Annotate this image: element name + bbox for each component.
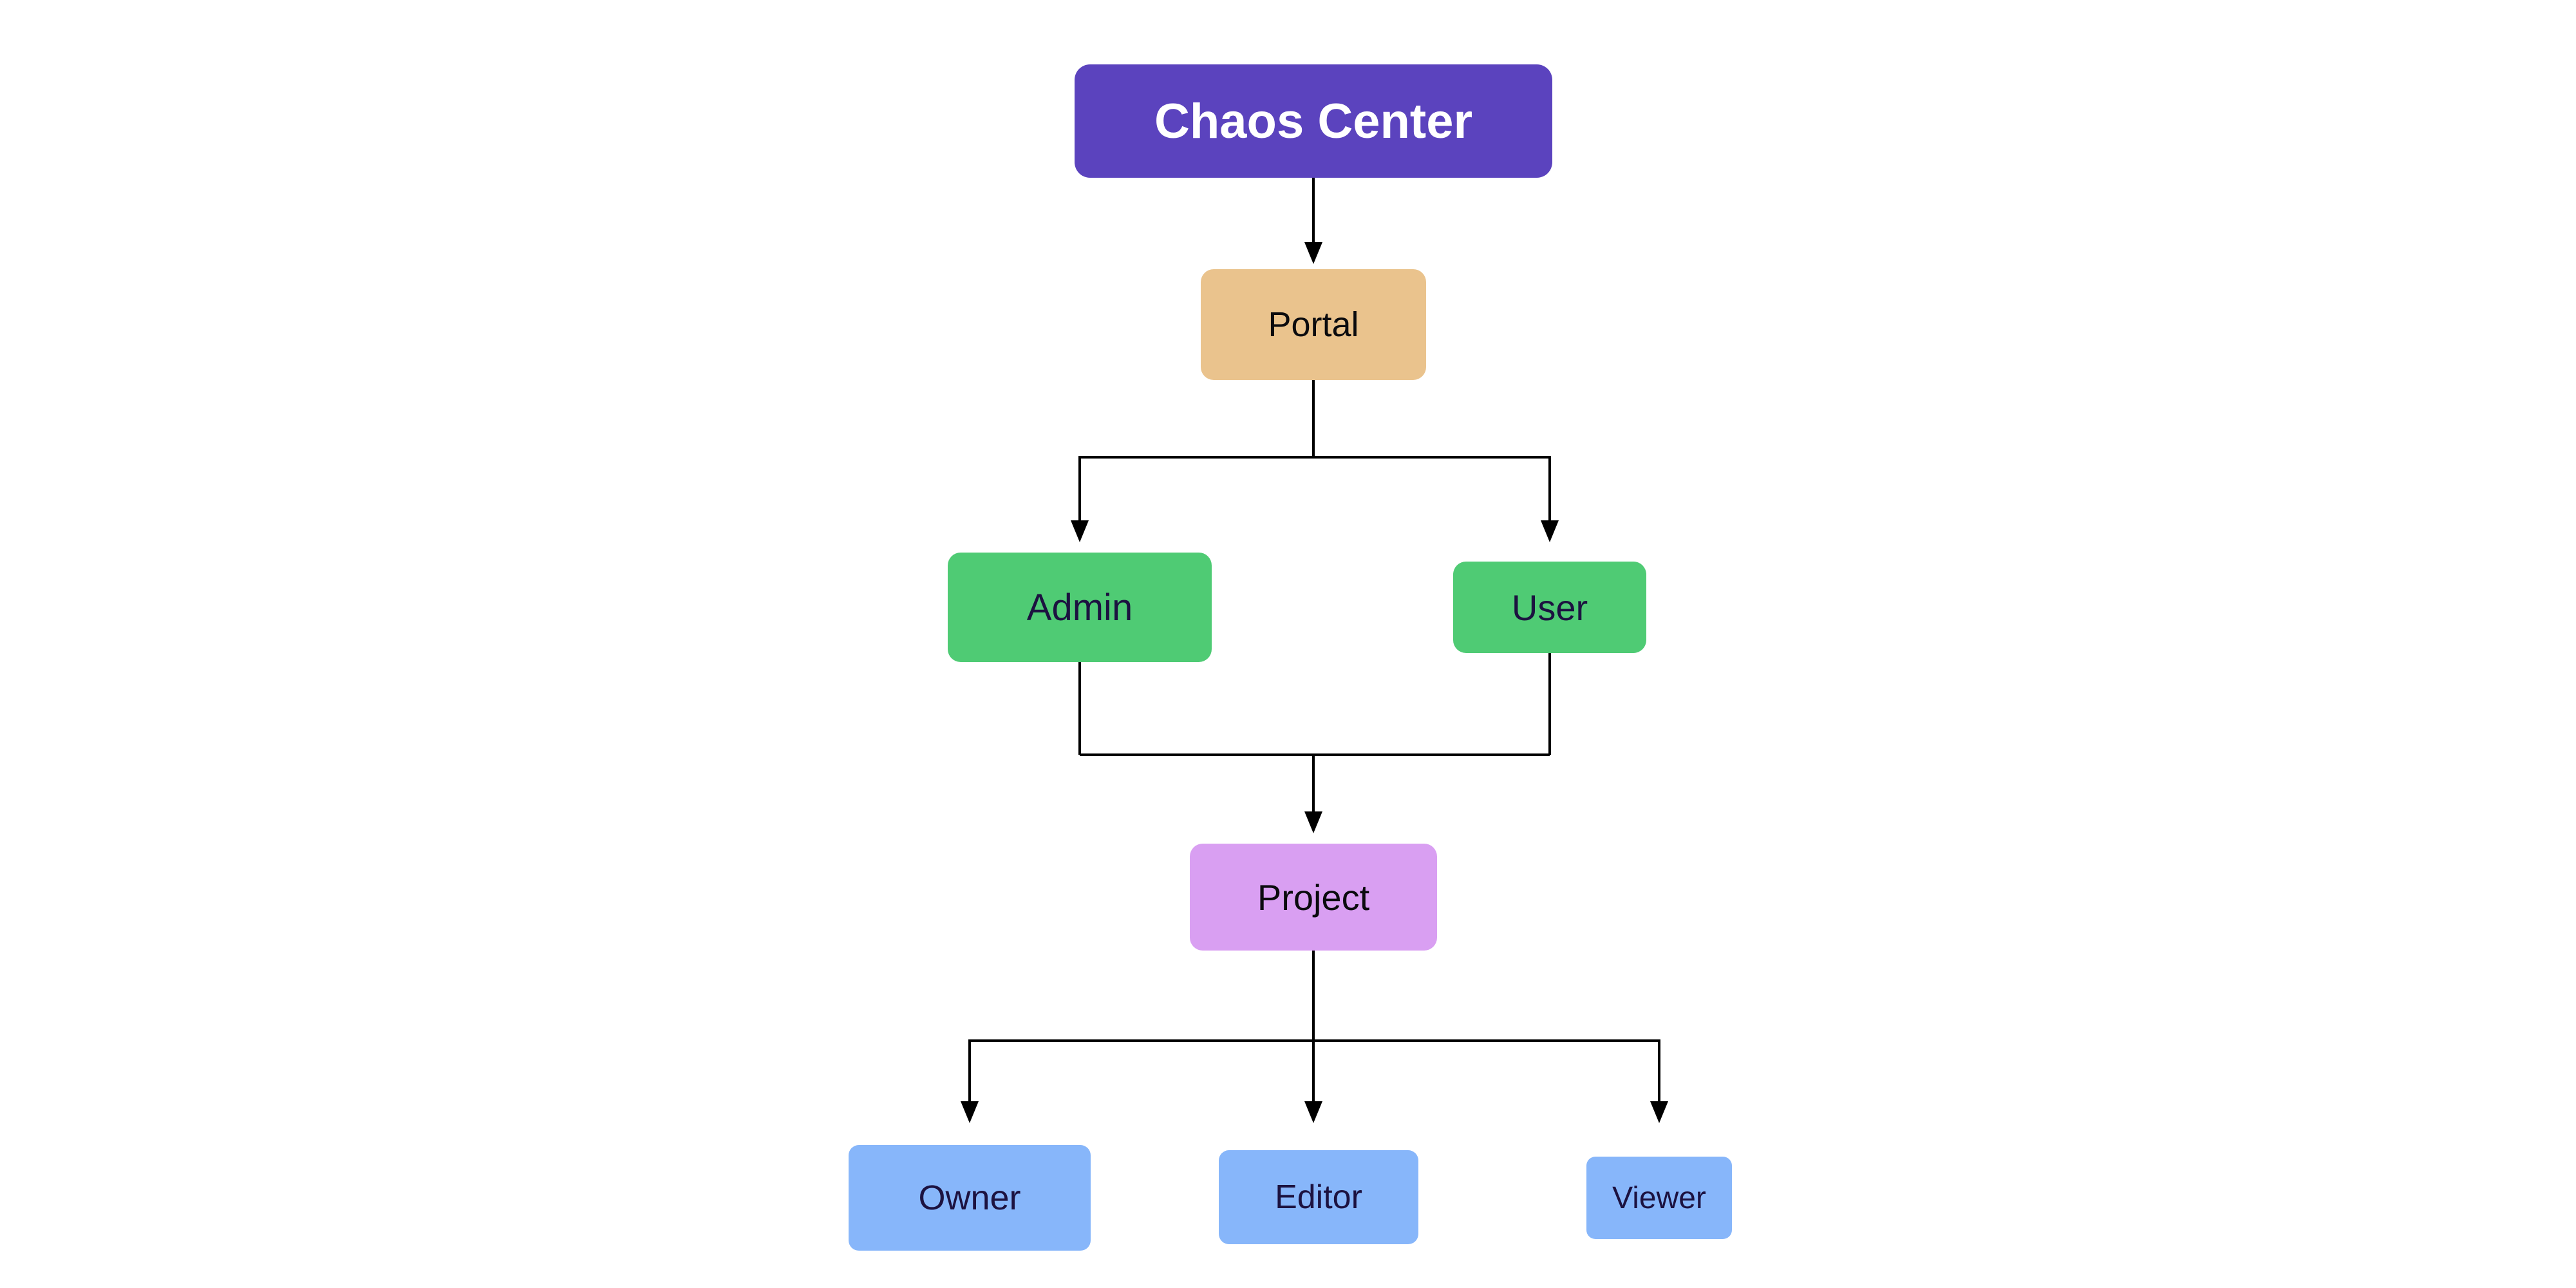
node-portal-label: Portal [1268, 305, 1359, 344]
node-user-label: User [1511, 587, 1588, 628]
arrowhead-project [1304, 811, 1322, 833]
node-viewer-label: Viewer [1612, 1180, 1706, 1215]
node-admin-label: Admin [1026, 586, 1133, 629]
arrowhead-portal [1304, 242, 1322, 264]
node-project: Project [1190, 844, 1437, 951]
edge-merge-project [1078, 653, 1551, 814]
node-viewer: Viewer [1586, 1157, 1732, 1239]
node-owner: Owner [849, 1145, 1091, 1251]
node-portal: Portal [1201, 269, 1426, 380]
arrowhead-viewer [1650, 1101, 1668, 1123]
arrowhead-editor [1304, 1101, 1322, 1123]
node-chaos-center: Chaos Center [1075, 64, 1552, 178]
node-chaos-center-label: Chaos Center [1154, 93, 1473, 149]
node-project-label: Project [1257, 876, 1370, 918]
arrowhead-admin [1071, 520, 1089, 542]
node-admin: Admin [948, 553, 1212, 662]
edge-portal-split [1078, 380, 1551, 523]
node-editor: Editor [1219, 1150, 1418, 1244]
arrowhead-user [1541, 520, 1559, 542]
node-editor-label: Editor [1275, 1179, 1362, 1216]
node-owner-label: Owner [918, 1179, 1021, 1217]
edge-project-split [968, 951, 1660, 1104]
node-user: User [1453, 562, 1646, 653]
arrowhead-owner [961, 1101, 979, 1123]
